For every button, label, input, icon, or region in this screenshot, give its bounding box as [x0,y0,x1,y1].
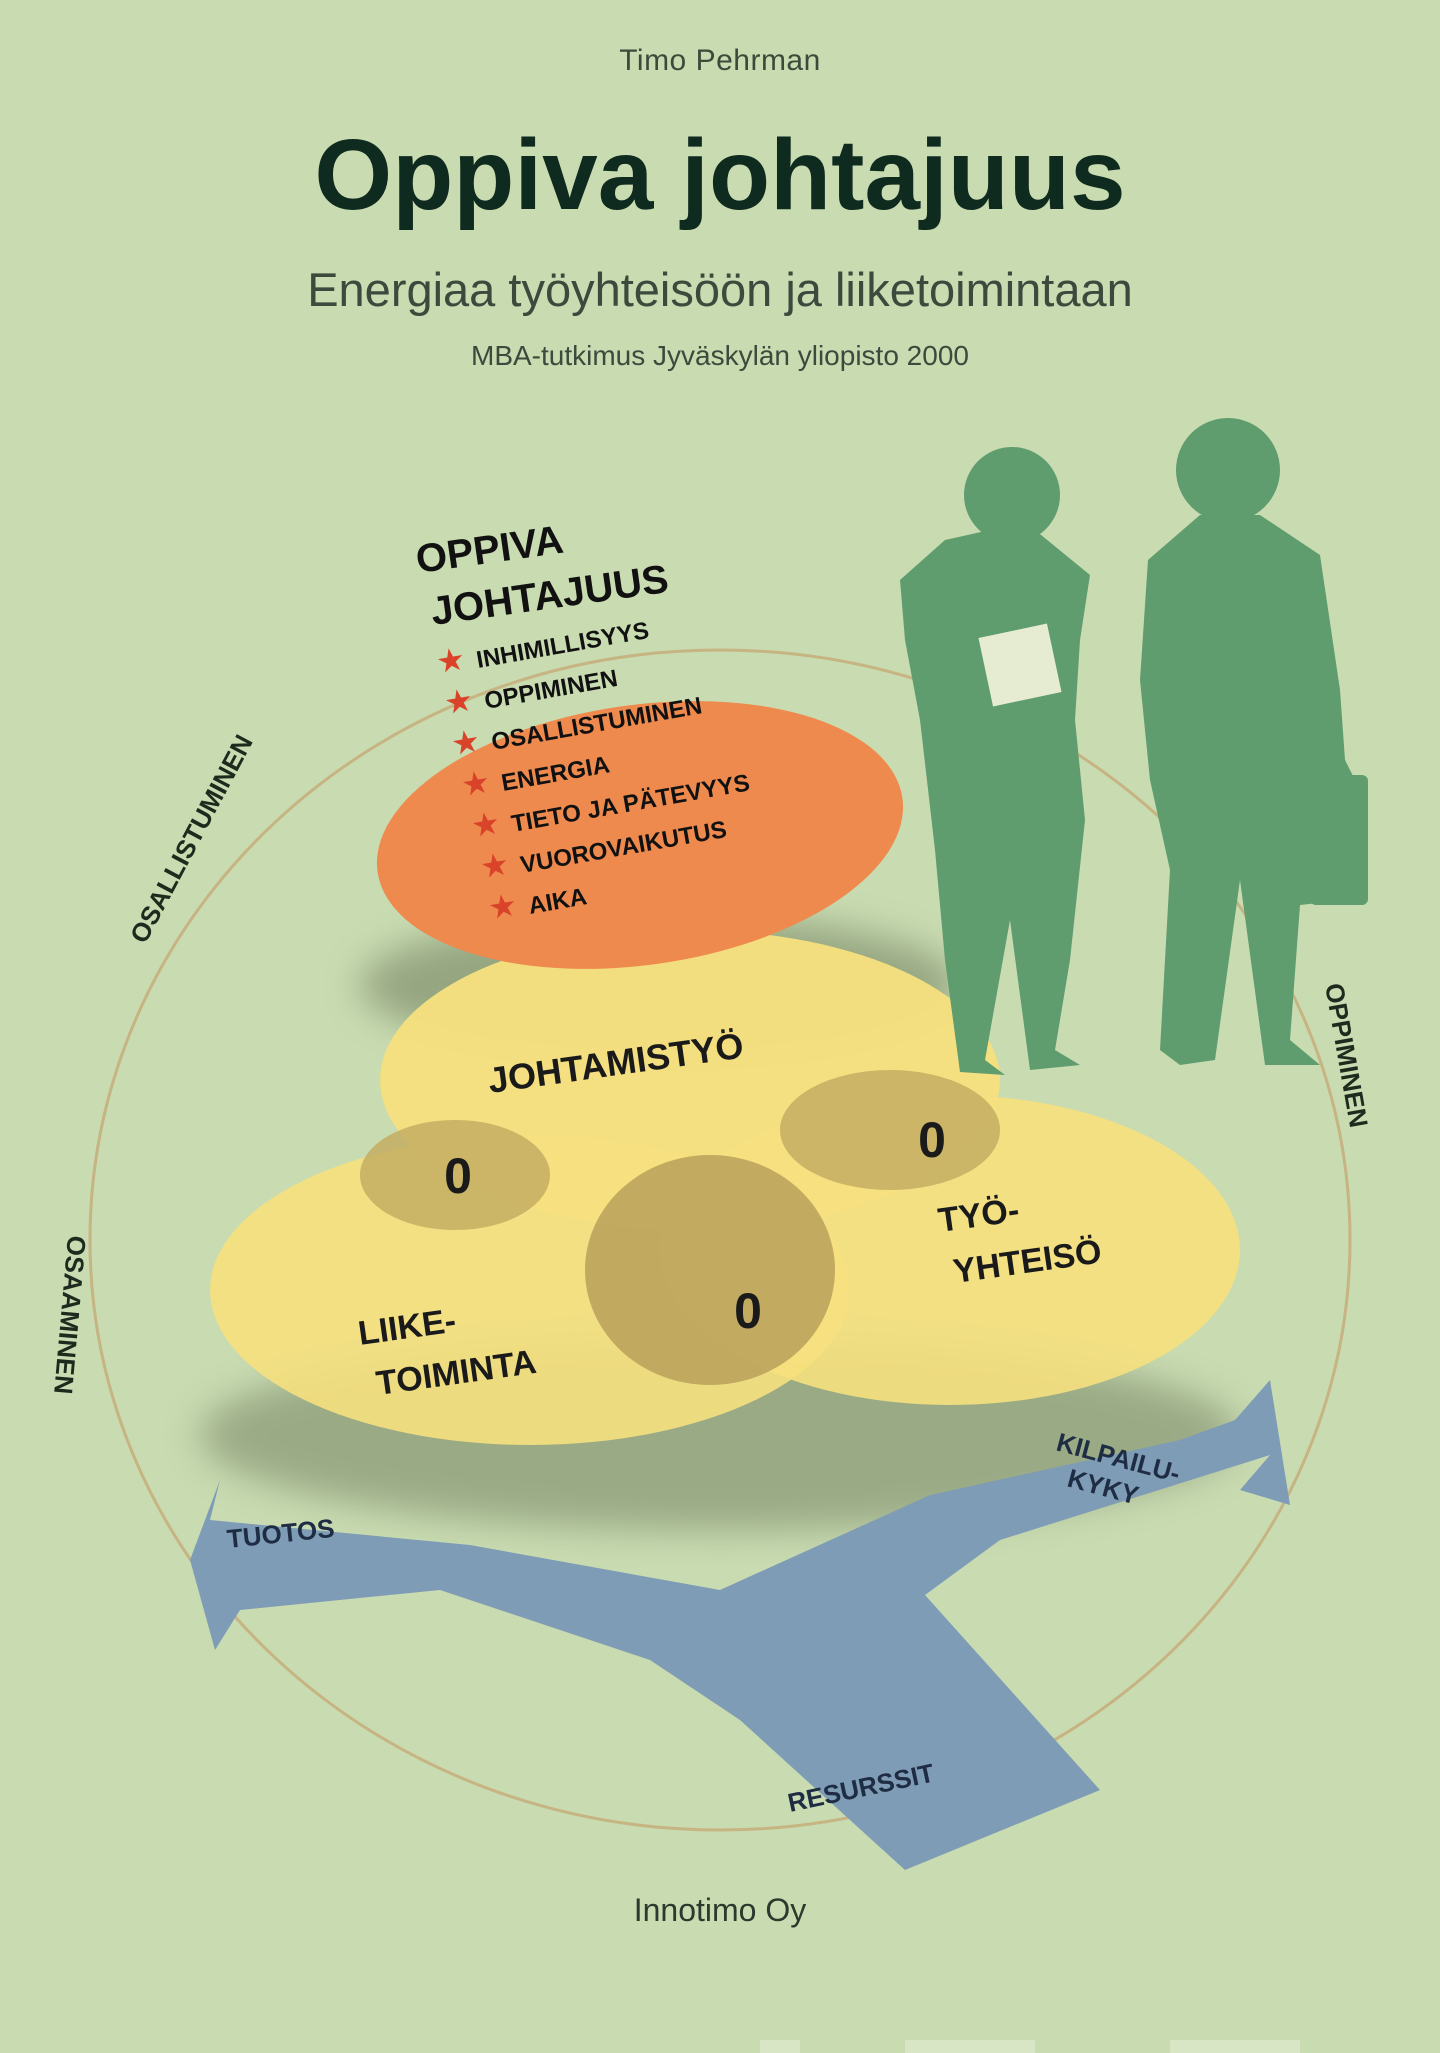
author-name: Timo Pehrman [619,44,821,77]
star-icon: ★ [488,889,518,924]
publisher-name: Innotimo Oy [633,1892,807,1928]
arrow-shape [190,1380,1290,1870]
book-subtitle: Energiaa työyhteisöön ja liiketoimintaan [307,263,1133,316]
book-tagline: MBA-tutkimus Jyväskylän yliopisto 2000 [471,340,969,371]
star-icon: ★ [461,766,491,801]
book-title: Oppiva johtajuus [314,119,1126,231]
outer-circle [88,648,1352,1832]
bottom-strip [1170,2040,1300,2053]
label-osallistuminen-circle: OSALLISTUMINEN [124,730,259,948]
ellipse-oppiva-johtajuus [376,701,904,969]
star-icon: ★ [480,848,510,883]
star-icon: ★ [436,643,466,678]
bottom-strip [905,2040,1035,2053]
quality-item: INHIMILLISYYS [474,617,651,674]
label-oppiminen-circle: OPPIMINEN [1319,981,1374,1130]
overlap-right [780,1070,1000,1190]
overlap-left [360,1120,550,1230]
diagram-heading-line1: OPPIVA [413,518,566,582]
intersection-value-right: 0 [918,1112,946,1168]
star-icon: ★ [444,684,474,719]
star-icon: ★ [471,807,501,842]
overlap-center [585,1155,835,1385]
star-icon: ★ [451,725,481,760]
bottom-strip [760,2040,800,2053]
label-osaaminen-circle: OSAAMINEN [48,1234,92,1395]
people-silhouettes [900,418,1368,1075]
intersection-value-left: 0 [444,1148,472,1204]
intersection-value-center: 0 [734,1283,762,1339]
